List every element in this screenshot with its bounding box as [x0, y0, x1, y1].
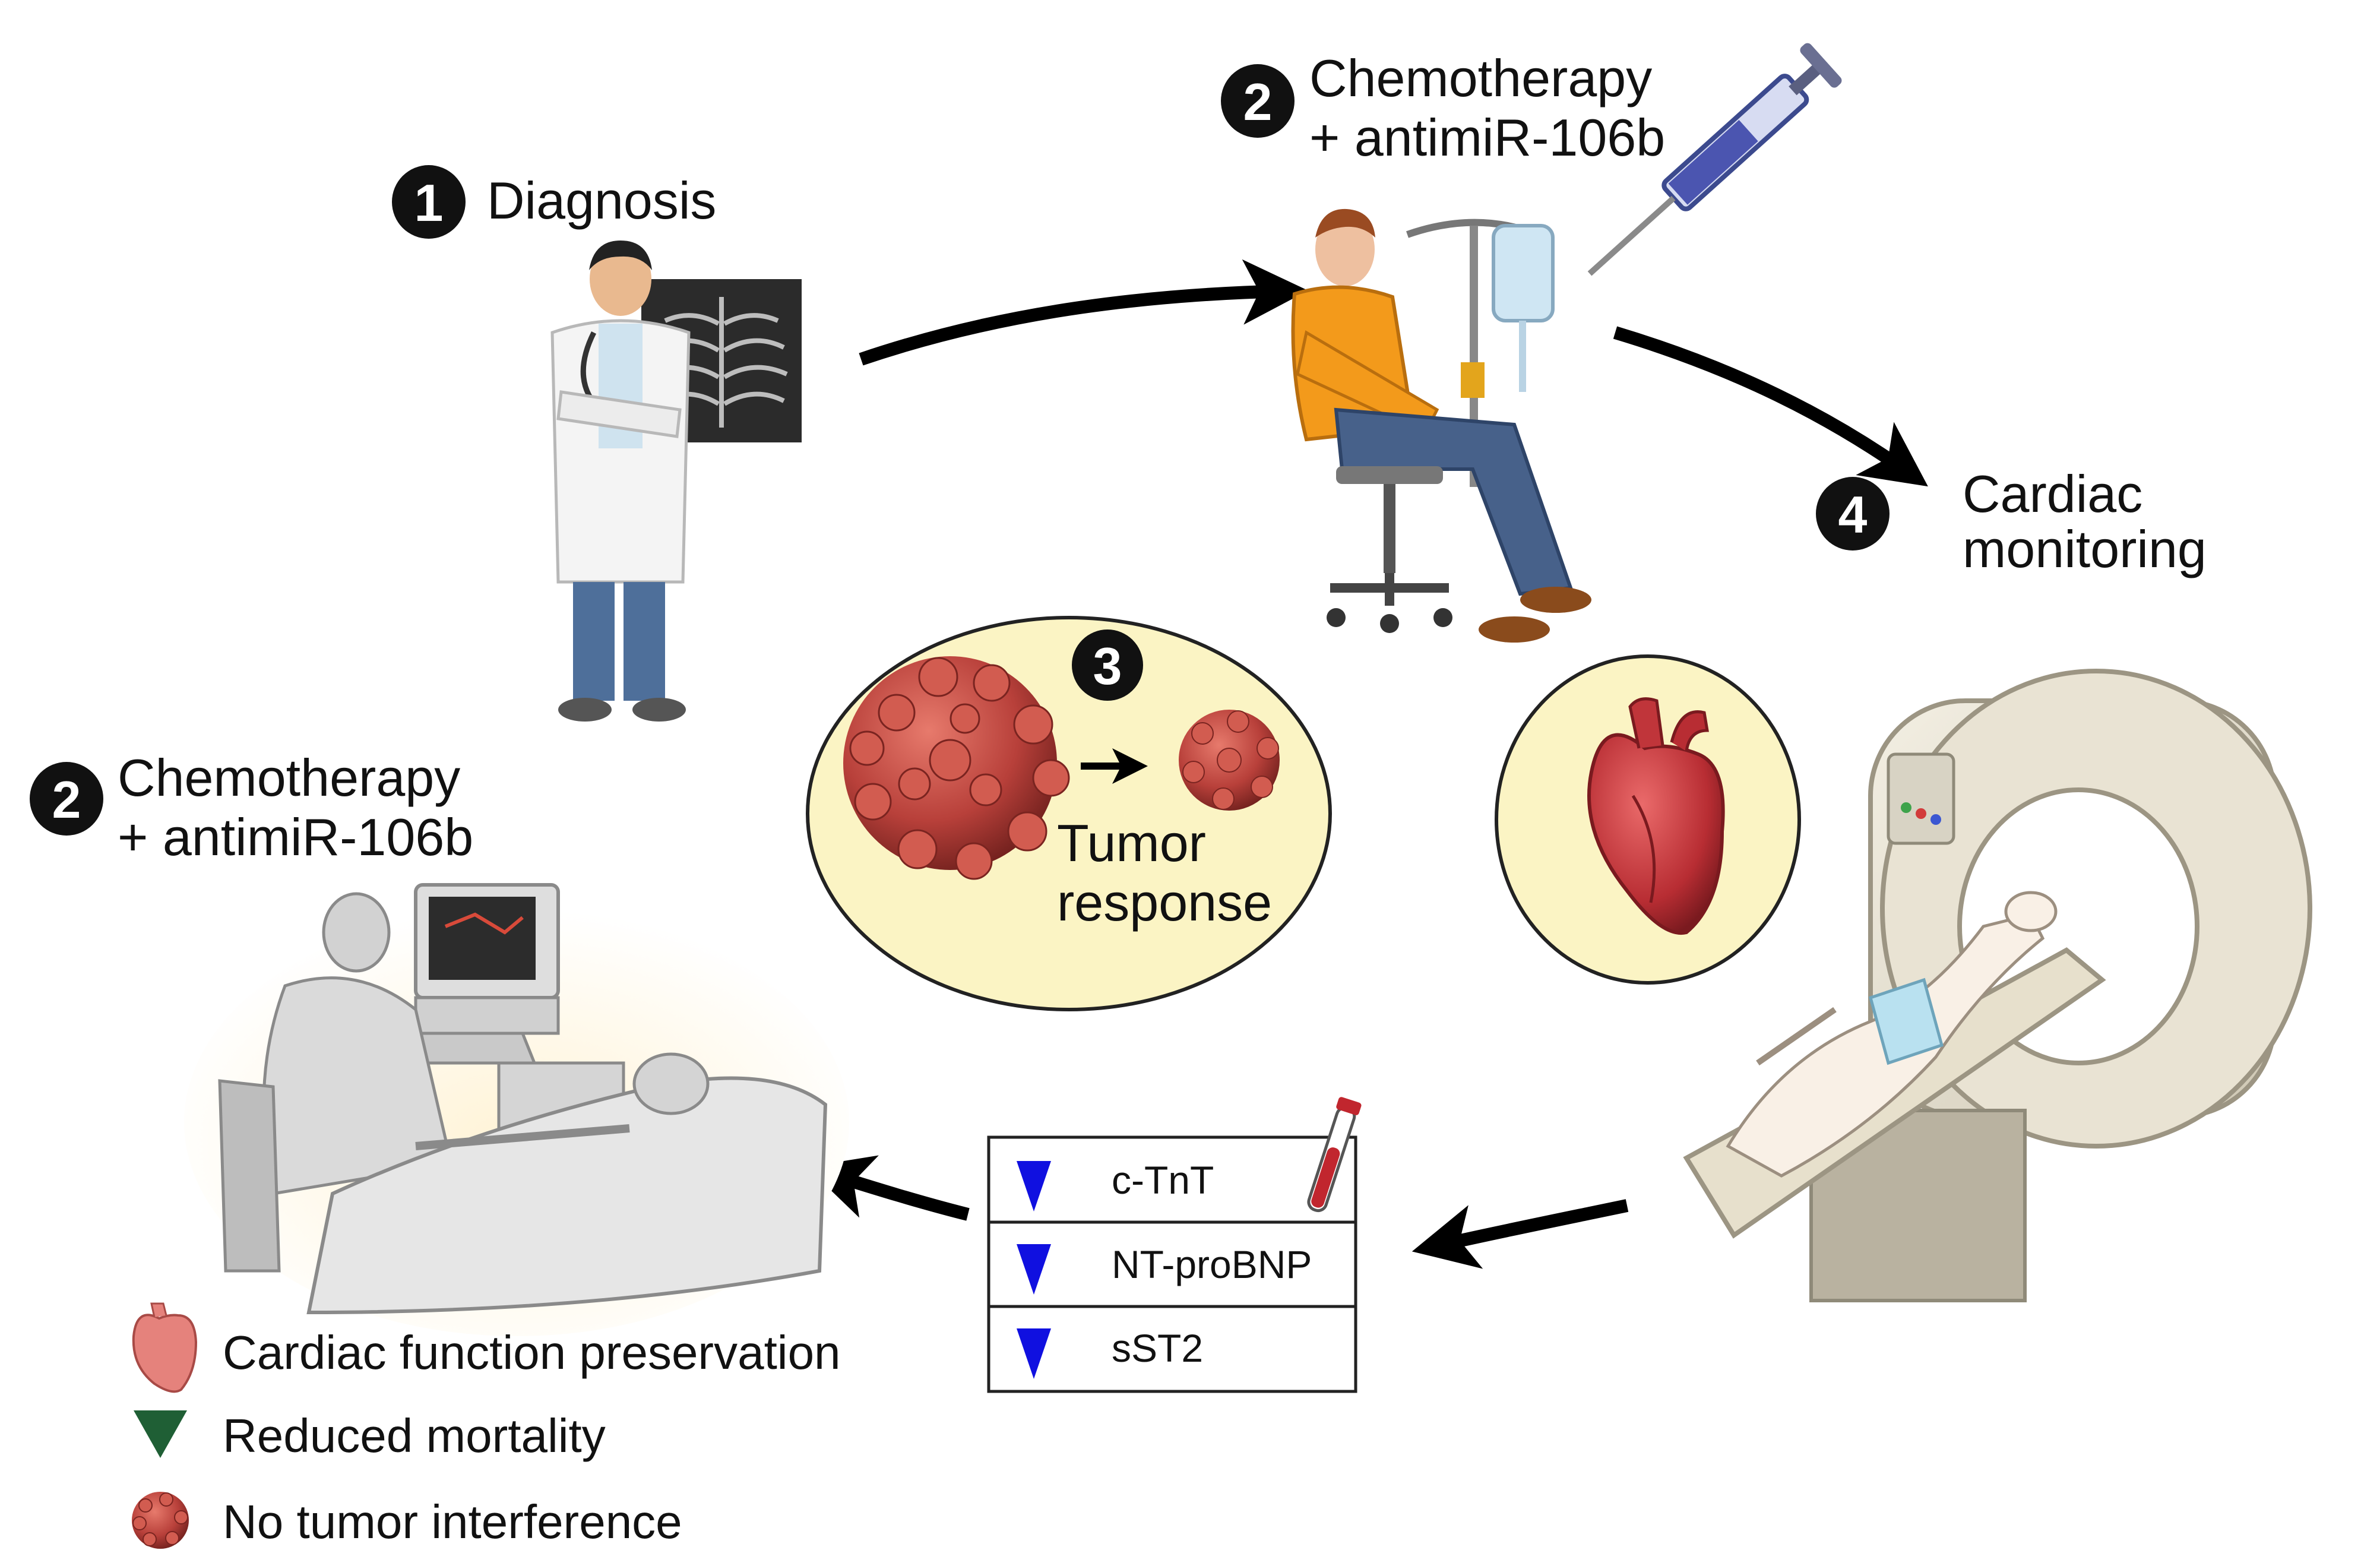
step-badge: [1221, 64, 1295, 138]
blood-tube-icon: [1307, 1097, 1362, 1213]
step-label: Diagnosis: [487, 171, 716, 230]
step-number: 3: [1093, 637, 1122, 695]
legend-item: No tumor interference: [132, 1492, 682, 1549]
large-tumor-icon: [843, 656, 1070, 880]
step-label-line1: Chemotherapy: [118, 748, 460, 807]
heart-icon: [132, 1302, 198, 1393]
step-label-line1: Cardiac: [1963, 464, 2142, 523]
step-number: 4: [1838, 485, 1868, 544]
biomarker-row: c-TnT: [1017, 1097, 1362, 1213]
step-diagnosis: 1 Diagnosis: [392, 165, 802, 722]
arrow-diagnosis-to-chemo: [859, 259, 1308, 366]
biomarker-label: NT-proBNP: [1112, 1242, 1312, 1286]
down-triangle-icon: [1017, 1328, 1051, 1379]
tumor-label-line1: Tumor: [1057, 814, 1206, 872]
step-label-line2: + antimiR-106b: [118, 808, 473, 866]
biomarker-label: sST2: [1112, 1326, 1203, 1370]
step-badge: [1816, 477, 1890, 551]
step-cardiac-monitoring: 4 Cardiac monitoring: [1683, 464, 2312, 1302]
biomarker-label: c-TnT: [1112, 1158, 1214, 1202]
heart-icon: [1587, 697, 1725, 935]
step-number: 1: [414, 173, 444, 232]
legend-label: Cardiac function preservation: [223, 1326, 841, 1379]
step-badge: [392, 165, 466, 239]
step-label-line2: + antimiR-106b: [1309, 108, 1665, 167]
down-triangle-icon: [1017, 1161, 1051, 1211]
biomarker-row: NT-proBNP: [1017, 1242, 1312, 1295]
doctor-illustration: [550, 241, 691, 722]
biomarker-row: sST2: [1017, 1326, 1203, 1379]
step-badge: [1072, 629, 1143, 701]
syringe-icon: [1587, 43, 1842, 276]
step-number: 2: [52, 770, 81, 829]
legend-label: Reduced mortality: [223, 1409, 606, 1462]
arrow-monitoring-to-biomarkers: [1411, 1199, 1629, 1269]
step-tumor-response: 3 Tumor response: [806, 616, 1332, 1011]
tumor-cell-icon: [132, 1492, 189, 1549]
legend-label: No tumor interference: [223, 1495, 682, 1548]
step-badge: [30, 762, 103, 836]
arrow-chemo-to-monitoring: [1613, 326, 1928, 487]
echocardiography-illustration: [184, 883, 849, 1336]
step-number: 2: [1243, 72, 1273, 131]
small-tumor-icon: [1179, 710, 1280, 811]
legend-item: Reduced mortality: [134, 1409, 606, 1462]
lying-patient-illustration: [1726, 891, 2058, 1178]
down-triangle-icon: [1017, 1244, 1051, 1295]
flow-arrows: [806, 259, 1928, 1269]
iv-stand: [1406, 219, 1555, 487]
legend-item: Cardiac function preservation: [132, 1302, 841, 1393]
step-label-line2: monitoring: [1963, 520, 2207, 578]
down-triangle-icon: [134, 1410, 187, 1458]
heart-circle: [1495, 654, 1801, 985]
step-chemotherapy-left: 2 Chemotherapy + antimiR-106b: [30, 748, 849, 1336]
step-chemotherapy-top: 2 Chemotherapy + antimiR-106b: [1221, 43, 1842, 643]
outcomes-legend: Cardiac function preservation Reduced mo…: [132, 1302, 841, 1549]
biomarker-table-frame: [987, 1135, 1357, 1393]
arrow-biomarkers-to-echo: [806, 1155, 970, 1221]
biomarker-table: c-TnT NT-proBNP sST2: [987, 1097, 1362, 1393]
step-label-line1: Chemotherapy: [1309, 49, 1652, 107]
seated-patient-illustration: [1291, 208, 1591, 643]
tumor-label-line2: response: [1057, 873, 1272, 932]
